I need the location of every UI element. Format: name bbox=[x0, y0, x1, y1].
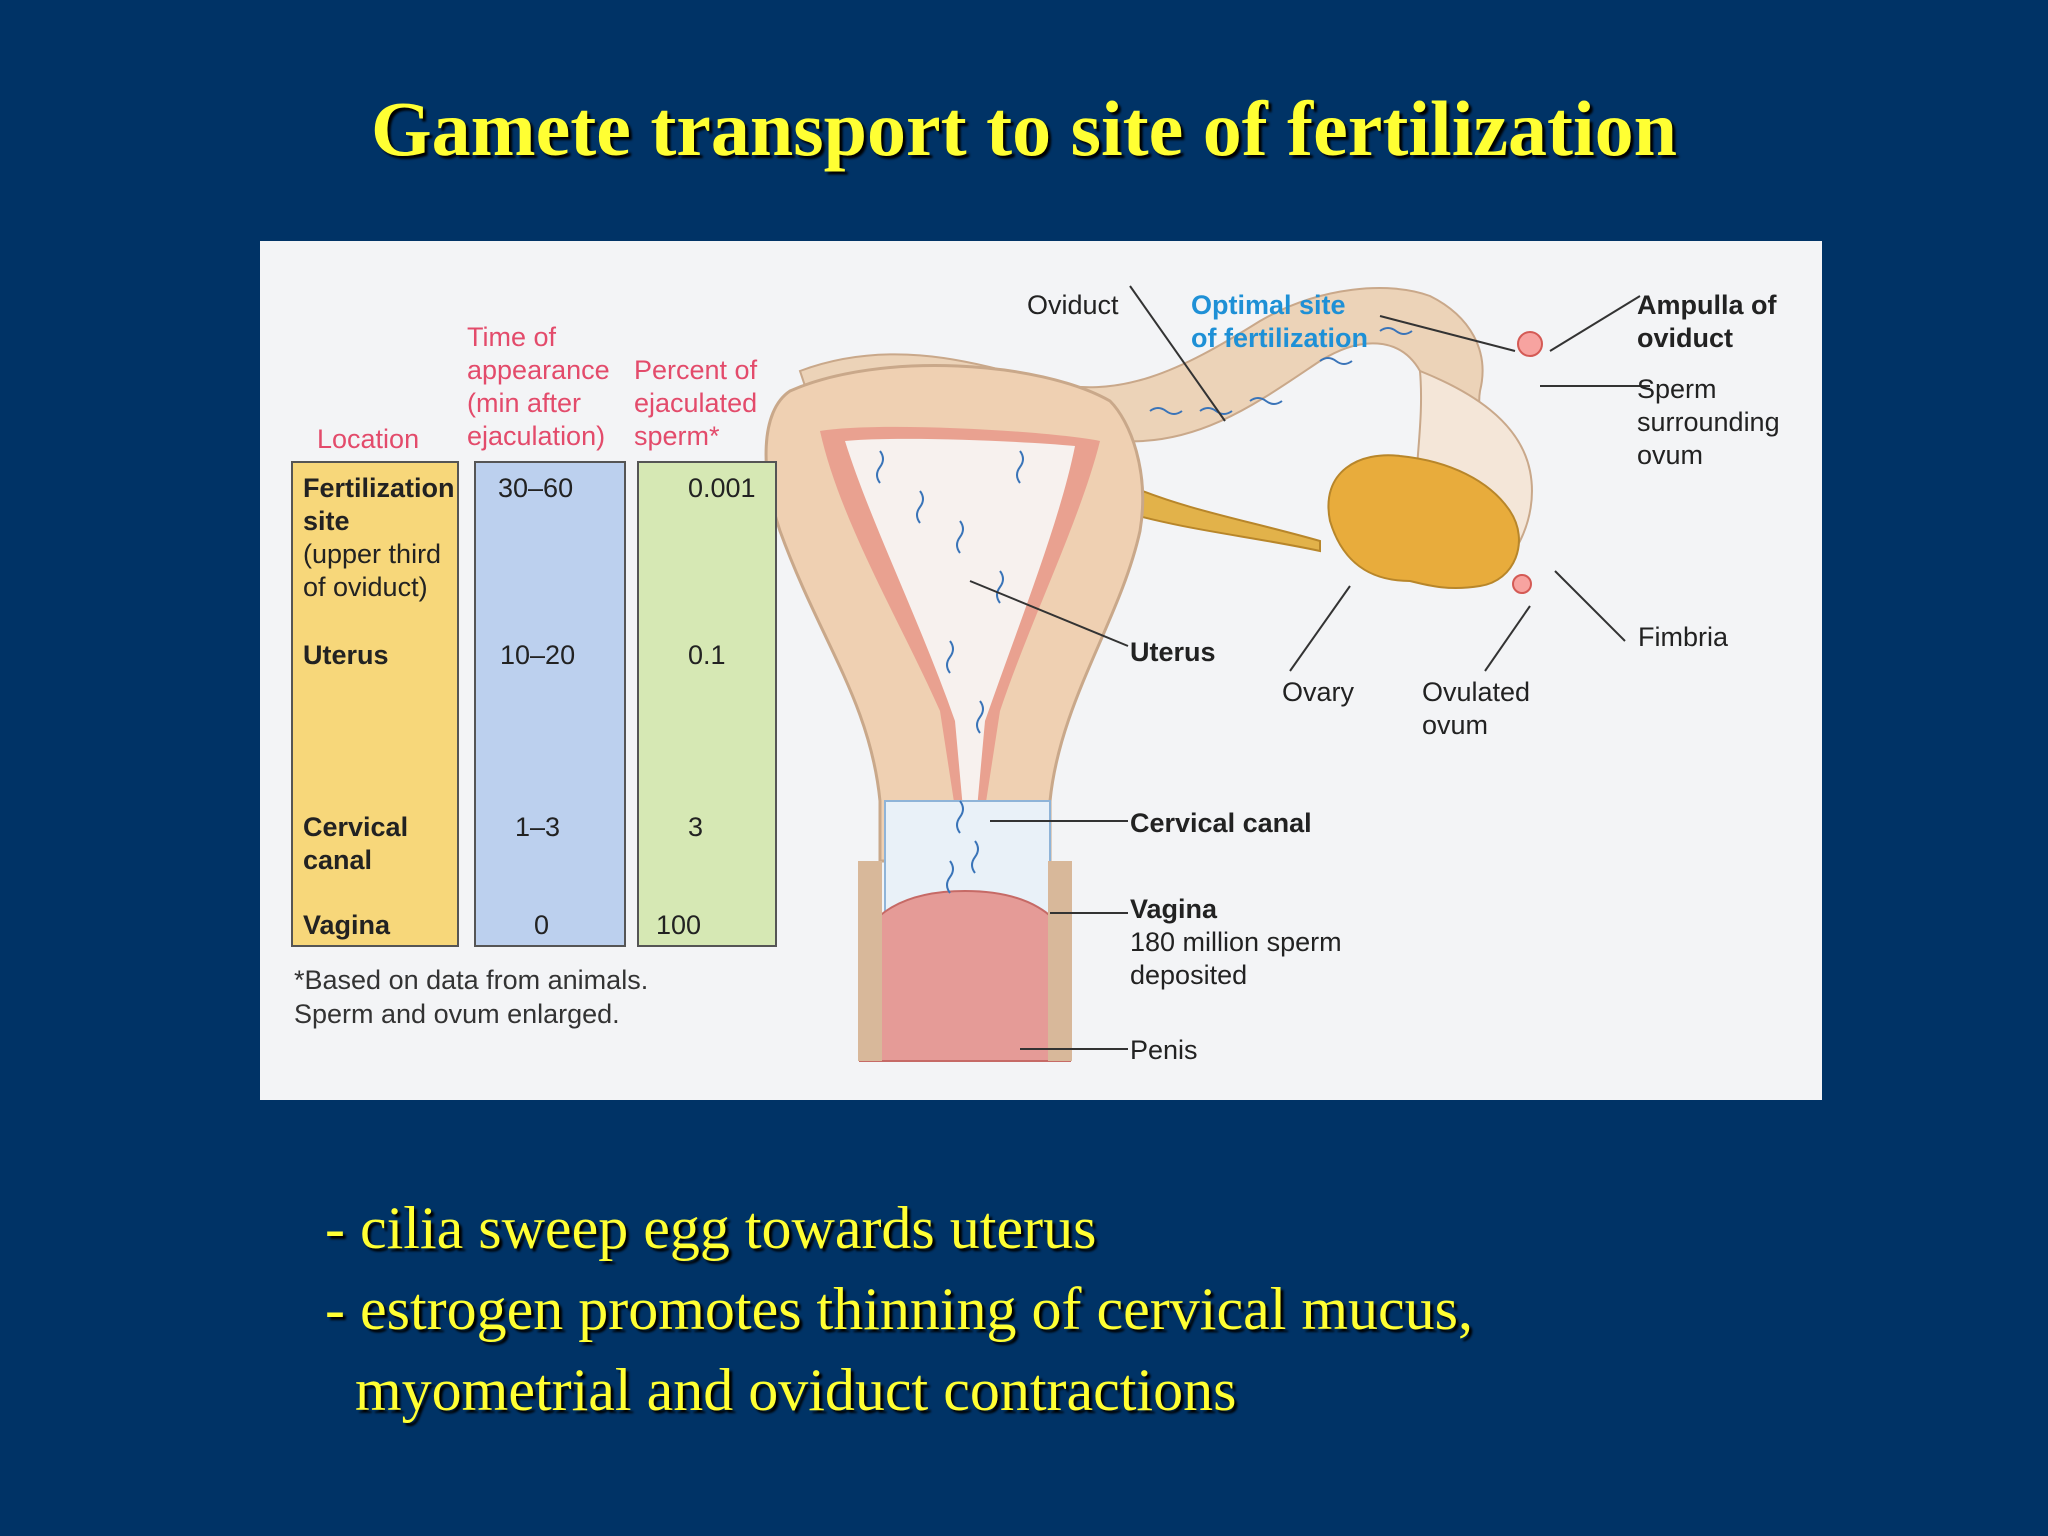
label-sperm-surrounding: Sperm surrounding ovum bbox=[1637, 374, 1780, 470]
row-uterus-time: 10–20 bbox=[500, 640, 576, 670]
fertilization-ovum-dot bbox=[1517, 331, 1543, 357]
row-cervical-location: Cervical canal bbox=[303, 812, 409, 875]
label-ovulated-ovum: Ovulated ovum bbox=[1422, 677, 1531, 740]
label-vagina: Vagina 180 million sperm deposited bbox=[1130, 894, 1342, 990]
label-fimbria: Fimbria bbox=[1638, 622, 1729, 652]
leader-lines bbox=[969, 285, 1650, 1050]
sperm-squiggles bbox=[876, 327, 1413, 894]
label-penis: Penis bbox=[1130, 1035, 1198, 1065]
ovary-shape bbox=[1327, 454, 1520, 590]
header-percent: Percent of ejaculated sperm* bbox=[634, 355, 758, 451]
row-uterus-percent: 0.1 bbox=[688, 640, 726, 670]
location-column bbox=[291, 461, 459, 947]
row-vagina-percent: 100 bbox=[656, 910, 702, 940]
uterine-cavity bbox=[845, 438, 1075, 831]
label-cervical-canal: Cervical canal bbox=[1130, 808, 1312, 838]
label-ampulla: Ampulla of oviduct bbox=[1637, 290, 1777, 353]
row-vagina-time: 0 bbox=[534, 910, 550, 940]
bullet-item: - estrogen promotes thinning of cervical… bbox=[325, 1276, 1474, 1342]
bullet-list: - cilia sweep egg towards uterus - estro… bbox=[325, 1188, 1473, 1431]
row-fertilization-location: Fertilization site (upper third of ovidu… bbox=[303, 473, 455, 602]
vaginal-wall bbox=[858, 861, 1072, 1061]
label-optimal-site: Optimal site of fertilization bbox=[1191, 290, 1368, 353]
row-cervical-percent: 3 bbox=[688, 812, 704, 842]
row-vagina-location: Vagina bbox=[303, 910, 391, 940]
row-uterus-location: Uterus bbox=[303, 640, 389, 670]
row-cervical-time: 1–3 bbox=[515, 812, 561, 842]
time-column bbox=[474, 461, 626, 947]
header-time: Time of appearance (min after ejaculatio… bbox=[467, 322, 610, 451]
penis-shape bbox=[859, 889, 1071, 1062]
percent-column bbox=[637, 461, 777, 947]
ovulated-ovum-dot bbox=[1512, 574, 1532, 594]
reproductive-tract-illustration bbox=[764, 285, 1650, 1062]
label-uterus: Uterus bbox=[1130, 637, 1216, 667]
label-oviduct: Oviduct bbox=[1027, 290, 1119, 320]
ovarian-ligament bbox=[1118, 484, 1321, 553]
slide-title: Gamete transport to site of fertilizatio… bbox=[370, 85, 1678, 172]
table-footnote: *Based on data from animals. Sperm and o… bbox=[294, 965, 649, 1029]
row-fertilization-time: 30–60 bbox=[498, 473, 574, 503]
row-fertilization-percent: 0.001 bbox=[688, 473, 756, 503]
figure-panel: Location Time of appearance (min after e… bbox=[260, 241, 1822, 1100]
label-ovary: Ovary bbox=[1282, 677, 1355, 707]
header-location: Location bbox=[317, 424, 420, 454]
bullet-item: - cilia sweep egg towards uterus bbox=[325, 1195, 1097, 1261]
bullet-item: myometrial and oviduct contractions bbox=[325, 1357, 1237, 1423]
